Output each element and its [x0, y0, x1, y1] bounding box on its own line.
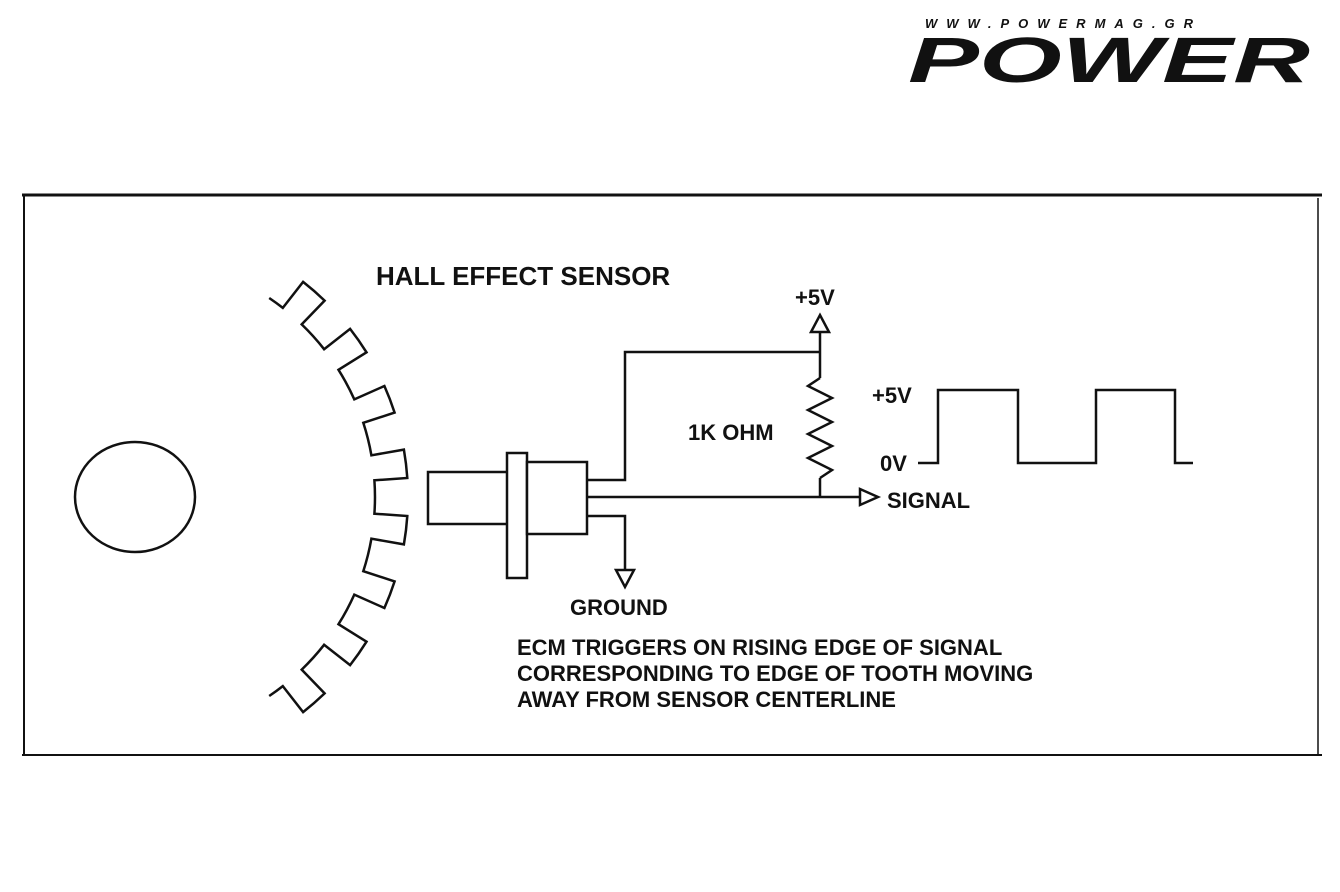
sensor-tip: [426, 470, 512, 526]
ground-arrow-icon: [613, 568, 637, 590]
caption-line: AWAY FROM SENSOR CENTERLINE: [517, 687, 896, 712]
supply-arrow-icon: [808, 312, 832, 334]
square-waveform: [918, 388, 1193, 465]
diagram-frame: [22, 193, 1322, 756]
logo-wordmark: POWER: [908, 24, 1310, 96]
resistor-label: 1K OHM: [688, 420, 774, 445]
sensor-housing: [525, 460, 589, 536]
waveform-low-label: 0V: [880, 451, 907, 476]
logo-url: WWW.POWERMAG.GR: [925, 16, 1202, 31]
sensor-flange: [505, 451, 529, 580]
caption-line: CORRESPONDING TO EDGE OF TOOTH MOVING: [517, 661, 1033, 686]
resistor-symbol: [805, 376, 835, 480]
signal-arrow-icon: [858, 487, 882, 507]
shaft-circle: [73, 440, 197, 554]
sensor-wiring: [587, 332, 860, 570]
supply-voltage-label: +5V: [795, 285, 835, 310]
waveform-high-label: +5V: [872, 383, 912, 408]
logo: WWW.POWERMAG.GR POWER: [908, 16, 1310, 96]
toothed-wheel: [268, 280, 409, 714]
caption-line: ECM TRIGGERS ON RISING EDGE OF SIGNAL: [517, 635, 1002, 660]
supply-wire: [587, 350, 820, 482]
diagram-title: HALL EFFECT SENSOR: [376, 261, 670, 291]
hall-sensor-body: [426, 451, 589, 580]
ground-wire: [587, 514, 627, 570]
ground-label: GROUND: [570, 595, 668, 620]
signal-label: SIGNAL: [887, 488, 970, 513]
